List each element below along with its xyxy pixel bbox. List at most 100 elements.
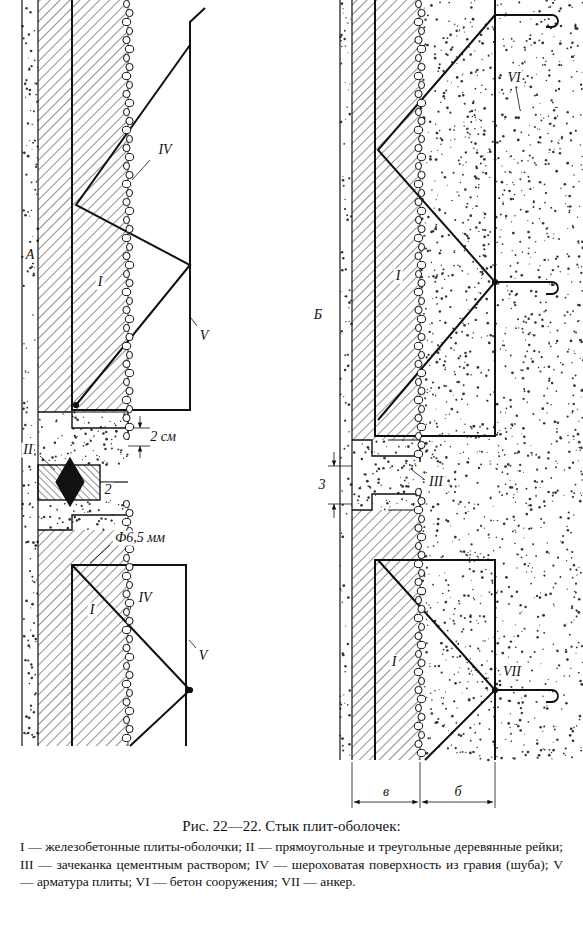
concrete-dot	[530, 189, 531, 190]
concrete-dot	[565, 195, 566, 196]
concrete-dot	[498, 76, 501, 79]
concrete-dot	[465, 554, 467, 556]
concrete-dot	[118, 504, 120, 506]
concrete-dot	[469, 214, 472, 217]
concrete-dot	[482, 229, 484, 231]
concrete-dot	[497, 4, 499, 6]
concrete-dot	[504, 116, 507, 119]
concrete-dot	[104, 448, 106, 450]
concrete-dot	[476, 620, 477, 621]
concrete-dot	[505, 739, 506, 740]
concrete-dot	[462, 575, 464, 577]
concrete-dot	[427, 389, 428, 390]
concrete-dot	[534, 126, 536, 128]
concrete-dot	[576, 574, 577, 575]
concrete-dot	[442, 433, 444, 435]
concrete-dot	[96, 458, 98, 460]
concrete-dot	[515, 483, 517, 485]
concrete-dot	[426, 602, 428, 604]
concrete-dot	[439, 461, 441, 463]
concrete-dot	[498, 445, 500, 447]
concrete-dot	[517, 116, 520, 119]
concrete-dot	[444, 321, 447, 324]
concrete-dot	[469, 568, 471, 570]
concrete-dot	[531, 18, 532, 19]
concrete-dot	[411, 442, 413, 444]
concrete-dot	[451, 745, 452, 746]
concrete-dot	[577, 409, 578, 410]
concrete-dot	[462, 73, 463, 74]
concrete-dot	[553, 109, 555, 111]
concrete-dot	[467, 131, 469, 133]
concrete-dot	[462, 174, 464, 176]
concrete-dot	[510, 290, 513, 293]
concrete-dot	[401, 466, 404, 469]
concrete-dot	[462, 393, 464, 395]
concrete-dot	[479, 255, 481, 257]
concrete-dot	[437, 523, 440, 526]
concrete-dot	[558, 64, 560, 66]
concrete-dot	[367, 446, 370, 449]
concrete-dot	[512, 232, 515, 235]
concrete-dot	[409, 469, 410, 470]
concrete-dot	[49, 516, 51, 518]
concrete-dot	[510, 740, 512, 742]
concrete-dot	[572, 226, 574, 228]
concrete-dot	[436, 137, 438, 139]
concrete-dot	[22, 408, 25, 411]
concrete-dot	[538, 367, 539, 368]
concrete-dot	[491, 53, 492, 54]
concrete-dot	[463, 518, 465, 520]
concrete-dot	[490, 701, 492, 703]
concrete-dot	[101, 416, 103, 418]
concrete-dot	[472, 425, 475, 428]
concrete-dot	[480, 603, 481, 604]
concrete-dot	[560, 271, 561, 272]
concrete-dot	[400, 477, 401, 478]
concrete-dot	[501, 652, 504, 655]
concrete-dot	[530, 257, 531, 258]
concrete-dot	[440, 102, 442, 104]
concrete-dot	[427, 354, 429, 356]
concrete-dot	[373, 473, 374, 474]
concrete-dot	[456, 381, 458, 383]
concrete-dot	[532, 334, 533, 335]
concrete-dot	[487, 27, 489, 29]
concrete-dot	[531, 77, 533, 79]
concrete-dot	[548, 74, 551, 77]
concrete-dot	[528, 180, 531, 183]
concrete-dot	[481, 576, 484, 579]
concrete-dot	[458, 95, 461, 98]
concrete-dot	[474, 114, 476, 116]
concrete-dot	[454, 374, 456, 376]
concrete-dot	[481, 695, 482, 696]
concrete-dot	[499, 684, 502, 687]
concrete-dot	[533, 187, 534, 188]
concrete-dot	[474, 51, 475, 52]
concrete-dot	[534, 335, 535, 336]
concrete-dot	[535, 290, 538, 293]
concrete-dot	[582, 247, 583, 250]
concrete-dot	[463, 28, 464, 29]
concrete-dot	[27, 211, 29, 213]
concrete-dot	[561, 137, 563, 139]
concrete-dot	[527, 160, 528, 161]
concrete-dot	[508, 603, 510, 605]
concrete-dot	[472, 697, 474, 699]
concrete-dot	[529, 563, 530, 564]
concrete-dot	[547, 236, 549, 238]
concrete-dot	[451, 274, 454, 277]
concrete-dot	[474, 503, 475, 504]
concrete-dot	[467, 128, 469, 130]
concrete-dot	[570, 490, 572, 492]
concrete-dot	[517, 661, 518, 662]
concrete-dot	[510, 265, 512, 267]
concrete-dot	[29, 647, 30, 648]
concrete-dot	[558, 238, 560, 240]
concrete-dot	[483, 556, 485, 558]
concrete-dot	[468, 699, 471, 702]
concrete-dot	[546, 279, 547, 280]
concrete-dot	[553, 742, 554, 743]
concrete-dot	[474, 552, 475, 553]
concrete-dot	[521, 274, 524, 277]
